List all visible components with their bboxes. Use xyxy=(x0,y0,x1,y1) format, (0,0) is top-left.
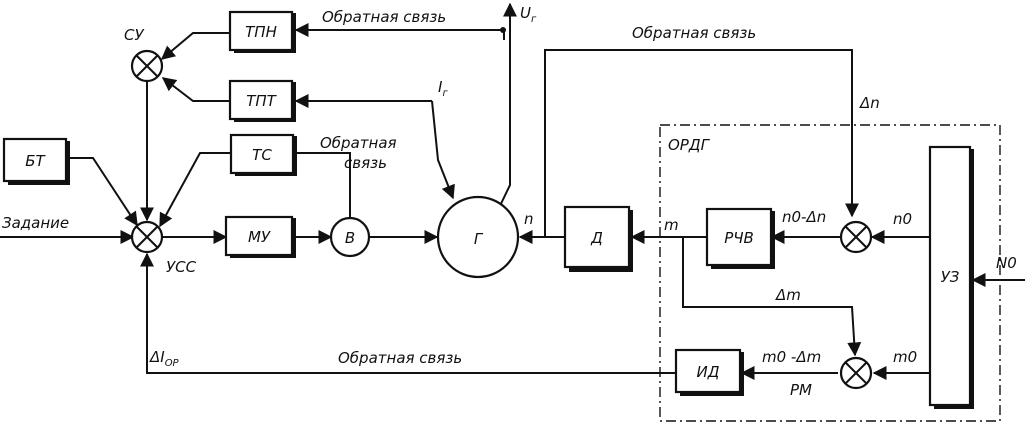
block-id-label: ИД xyxy=(697,363,720,381)
label-di: ΔIОР xyxy=(149,348,180,369)
g-voltage-line xyxy=(497,30,511,211)
block-tpn: ТПН xyxy=(228,10,296,53)
block-rchv-label: РЧВ xyxy=(724,229,754,247)
label-m0: m0 xyxy=(893,348,917,366)
block-mu: МУ xyxy=(224,215,296,258)
bt-to-uss-line xyxy=(67,157,138,227)
label-m: m xyxy=(664,216,679,234)
block-uz-label: УЗ xyxy=(941,268,960,286)
label-fb-top: Обратная связь xyxy=(322,8,446,26)
label-n: n xyxy=(524,210,534,228)
label-ig: Iг xyxy=(438,78,448,99)
label-n0: n0 xyxy=(893,210,912,228)
block-rchv: РЧВ xyxy=(705,207,775,269)
block-tpt-label: ТПТ xyxy=(246,92,277,110)
id-to-uss-line xyxy=(140,252,676,374)
label-uss: УСС xyxy=(166,258,197,276)
sum-m xyxy=(839,356,873,390)
ts-to-uss-line xyxy=(159,152,231,228)
block-d-label: Д xyxy=(590,229,603,247)
label-fb-bottom: Обратная связь xyxy=(338,349,462,367)
tpn-to-su-line xyxy=(160,32,230,60)
block-g-label: Г xyxy=(474,230,484,248)
block-mu-label: МУ xyxy=(248,228,271,246)
label-n0-in: N0 xyxy=(996,254,1017,272)
block-bt-label: БТ xyxy=(25,152,46,170)
ig-to-g-line xyxy=(431,100,455,200)
m-branch-line xyxy=(682,237,862,357)
label-fb-mid-2: связь xyxy=(344,154,387,172)
label-dm: Δm xyxy=(775,286,801,304)
label-m0-dm: m0 -Δm xyxy=(762,348,821,366)
block-g: Г xyxy=(436,195,520,279)
sum-uss xyxy=(130,220,164,254)
label-ug: Uг xyxy=(520,4,537,25)
block-ts: ТС xyxy=(229,133,297,176)
block-id: ИД xyxy=(674,348,744,396)
label-dn: Δn xyxy=(859,94,880,112)
v-to-ts-line xyxy=(296,152,351,219)
label-ordg: ОРДГ xyxy=(668,136,711,154)
block-ts-label: ТС xyxy=(252,146,272,164)
block-v: В xyxy=(329,216,371,258)
block-d: Д xyxy=(563,205,633,272)
label-fb-right: Обратная связь xyxy=(632,24,756,42)
ug-feedback-line xyxy=(294,23,505,40)
ordg-region xyxy=(659,124,1001,422)
block-uz: УЗ xyxy=(928,145,974,409)
block-bt: БТ xyxy=(2,137,70,185)
label-n0-dn: n0-Δn xyxy=(782,208,826,226)
label-zadanie: Задание xyxy=(2,214,69,232)
block-v-label: В xyxy=(345,229,355,247)
block-tpt: ТПТ xyxy=(228,79,296,122)
label-su: СУ xyxy=(124,26,144,44)
tpt-to-su-line xyxy=(161,77,230,102)
sum-n xyxy=(839,220,873,254)
n-feedback-line xyxy=(544,49,859,237)
label-rm: РМ xyxy=(790,381,812,399)
sum-su xyxy=(130,49,164,83)
label-fb-mid-1: Обратная xyxy=(320,134,397,152)
ug-node xyxy=(500,27,506,33)
block-tpn-label: ТПН xyxy=(245,23,277,41)
